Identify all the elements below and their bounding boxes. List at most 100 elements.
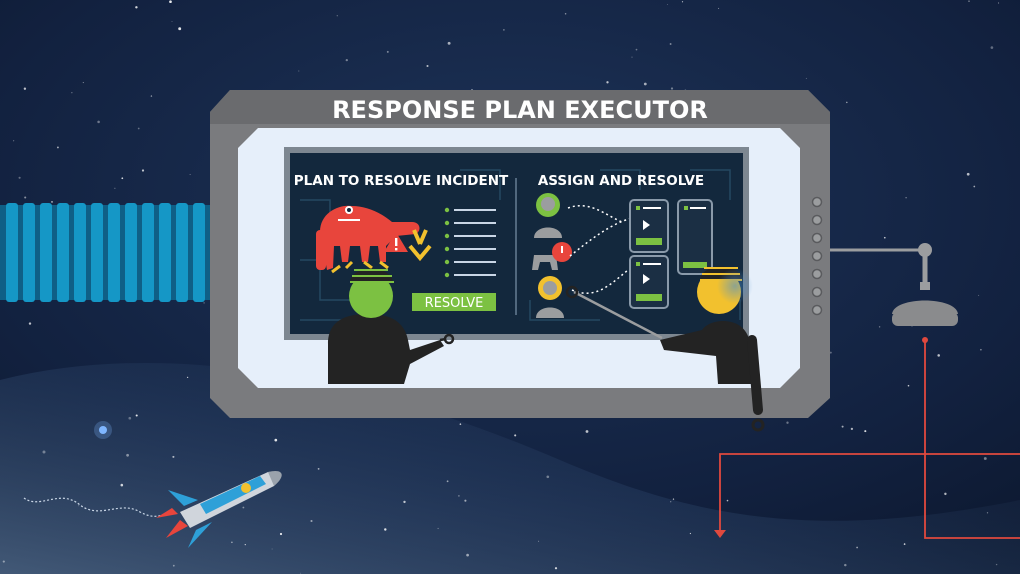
star: [850, 427, 854, 431]
star: [670, 501, 672, 503]
star: [937, 354, 940, 357]
star: [18, 176, 21, 179]
star: [978, 294, 980, 296]
red-wire-down: [719, 453, 1020, 530]
star: [135, 414, 138, 417]
cable-rib: [142, 203, 154, 302]
star: [944, 492, 947, 496]
star: [856, 546, 858, 549]
plan-heading: PLAN TO RESOLVE INCIDENT: [294, 173, 509, 189]
star: [459, 423, 462, 425]
avatar-icon-yellow: [536, 276, 564, 318]
monster-icon: [316, 205, 420, 274]
star: [466, 553, 469, 557]
star: [554, 567, 558, 570]
star: [998, 2, 1000, 4]
side-button[interactable]: [811, 214, 823, 226]
resolve-button[interactable]: RESOLVE: [412, 293, 496, 311]
star: [983, 457, 987, 460]
star: [464, 499, 467, 502]
resolve-button-label: RESOLVE: [425, 296, 484, 311]
star: [203, 302, 205, 304]
person-yellow: [565, 266, 765, 432]
side-button[interactable]: [811, 304, 823, 316]
star: [585, 430, 589, 433]
star: [386, 50, 389, 53]
star: [903, 543, 906, 545]
circuit-trace: [300, 259, 350, 301]
checklist-dot: [444, 246, 450, 252]
star: [345, 58, 348, 62]
star: [97, 120, 100, 124]
side-button[interactable]: [811, 268, 823, 280]
star: [538, 540, 540, 542]
star: [71, 92, 73, 94]
side-button[interactable]: [811, 250, 823, 262]
star: [718, 7, 720, 9]
star: [968, 0, 970, 2]
warning-icon: [384, 232, 408, 252]
circuit-trace: [529, 300, 600, 321]
star: [606, 81, 609, 84]
star: [189, 174, 191, 175]
star: [51, 201, 53, 203]
star: [669, 43, 672, 45]
star: [28, 322, 32, 325]
star: [883, 236, 886, 239]
star: [805, 77, 807, 79]
phone-card-icon-1: [629, 199, 669, 253]
plan-checklist: [444, 207, 496, 278]
star: [135, 6, 138, 9]
star: [42, 450, 46, 454]
star: [299, 572, 301, 574]
checklist-line: [454, 235, 496, 237]
star: [244, 543, 246, 546]
red-wire-right: [924, 340, 1020, 539]
star: [966, 172, 970, 176]
checklist-dot: [444, 272, 450, 278]
star: [980, 348, 982, 351]
side-button[interactable]: [811, 286, 823, 298]
star: [172, 455, 175, 458]
cable-rib: [125, 203, 137, 302]
star: [13, 140, 15, 142]
star: [56, 146, 59, 149]
side-buttons: [811, 196, 823, 316]
star: [2, 560, 5, 563]
circuit-trace: [600, 169, 641, 190]
star: [271, 548, 273, 550]
star: [514, 434, 517, 437]
side-button[interactable]: [811, 196, 823, 208]
star: [437, 527, 439, 530]
checklist-line: [454, 261, 496, 263]
star: [446, 480, 449, 483]
star: [120, 483, 124, 487]
star: [172, 564, 175, 567]
star: [829, 351, 832, 354]
cable-rib: [176, 203, 188, 302]
star: [169, 0, 172, 4]
checklist-dot: [444, 259, 450, 265]
cable-rib: [6, 203, 18, 302]
blue-star-glow: [94, 421, 112, 439]
star: [564, 13, 567, 15]
star: [403, 500, 406, 504]
cable-connector: [0, 203, 210, 302]
circuit-trace: [460, 169, 501, 200]
star: [546, 475, 550, 479]
star: [141, 169, 145, 172]
side-button[interactable]: [811, 232, 823, 244]
checklist-line: [454, 248, 496, 250]
star: [186, 376, 189, 379]
star: [995, 563, 998, 566]
cable-rib: [193, 203, 205, 302]
star: [986, 512, 989, 514]
cable-rib: [159, 203, 171, 302]
star: [841, 425, 844, 428]
phone-card-icon-3: [629, 255, 669, 309]
star: [905, 197, 907, 199]
star: [178, 27, 182, 31]
star: [726, 499, 729, 502]
